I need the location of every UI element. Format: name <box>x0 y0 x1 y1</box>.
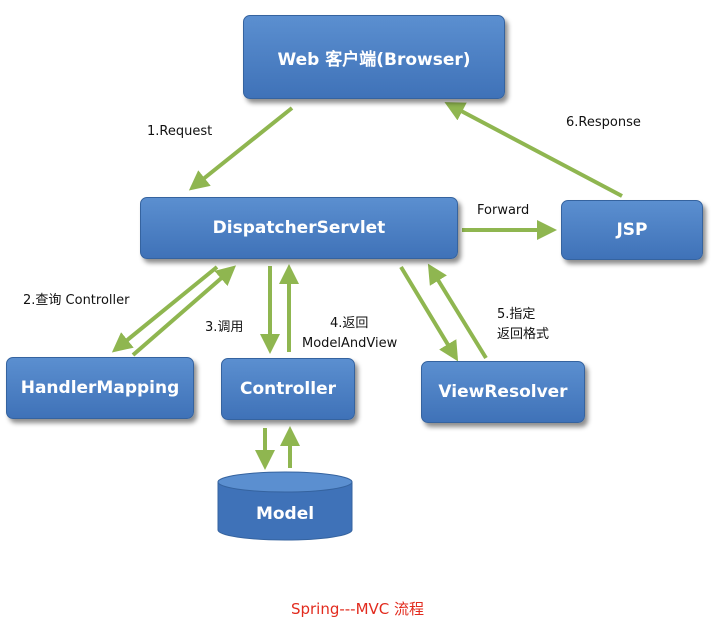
forward-label: Forward <box>477 203 530 218</box>
response-arrow <box>444 102 623 198</box>
resolve-arrow-down <box>399 265 459 362</box>
model-label: Model <box>255 504 315 524</box>
jsp-node[interactable]: JSP <box>561 200 703 260</box>
query-arrow-down <box>111 265 219 353</box>
resolve-arrow-up <box>427 263 488 360</box>
browser-node[interactable]: Web 客户端(Browser) <box>243 15 505 99</box>
caption: Spring---MVC 流程 <box>290 600 425 618</box>
return-label-line2: ModelAndView <box>302 336 398 351</box>
response-label: 6.Response <box>566 115 641 130</box>
dispatcher-servlet-node[interactable]: DispatcherServlet <box>140 197 458 259</box>
query-arrow-up <box>131 265 237 357</box>
return-label-line1: 4.返回 <box>330 316 369 331</box>
specify-label-line2: 返回格式 <box>497 327 550 342</box>
model-cylinder[interactable] <box>217 471 353 541</box>
request-label: 1.Request <box>147 124 213 139</box>
controller-node[interactable]: Controller <box>221 358 355 420</box>
view-resolver-node[interactable]: ViewResolver <box>421 361 585 423</box>
invoke-label: 3.调用 <box>205 320 244 335</box>
specify-label-line1: 5.指定 <box>497 307 536 322</box>
query-controller-label: 2.查询 Controller <box>23 293 130 308</box>
handler-mapping-node[interactable]: HandlerMapping <box>6 357 194 419</box>
request-arrow <box>188 106 294 191</box>
